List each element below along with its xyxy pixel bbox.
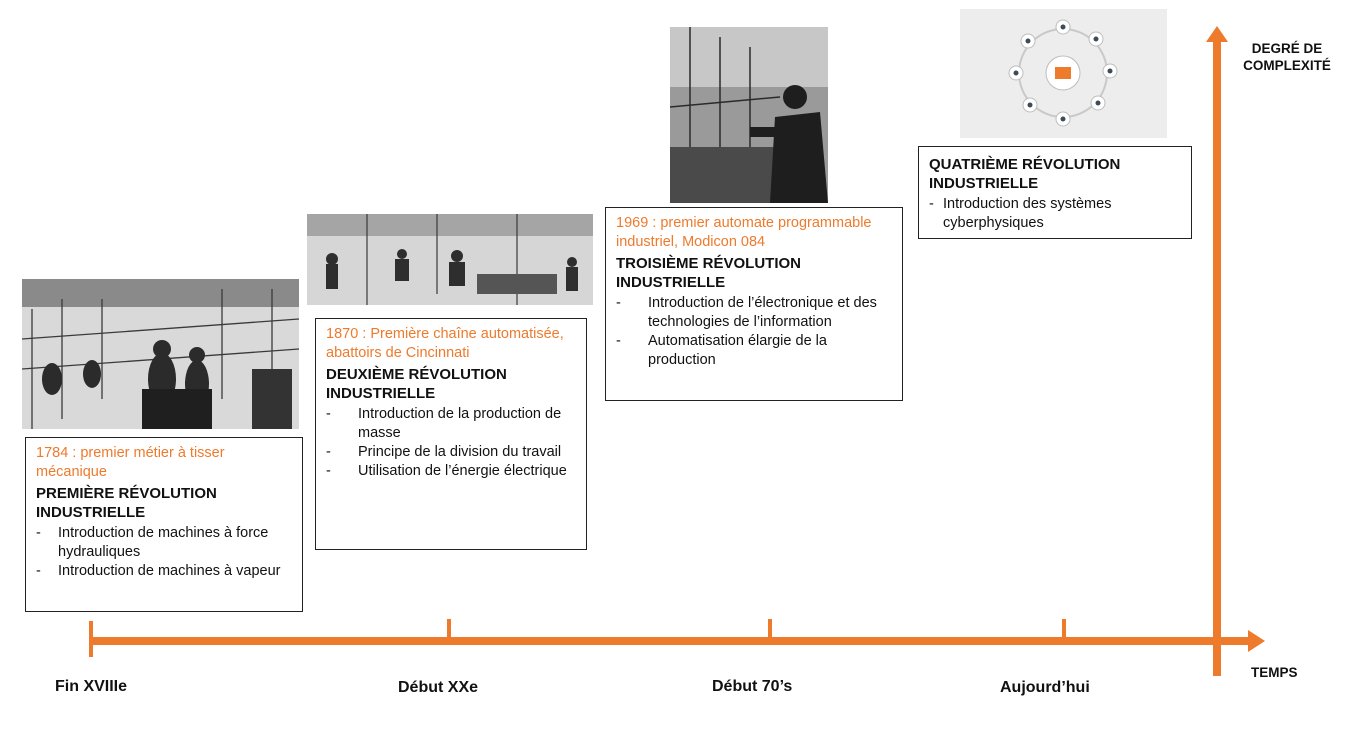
x-axis-line xyxy=(90,637,1250,645)
revolution-2-item: Principe de la division du travail xyxy=(326,443,576,462)
timeline-label: Fin XVIIIe xyxy=(55,678,128,695)
revolution-1-item: Introduction de machines à vapeur xyxy=(36,562,292,581)
revolution-2-date: 1870 : Première chaîne automatisée, abat… xyxy=(326,326,564,361)
tick-2 xyxy=(447,619,451,641)
image-second-revolution xyxy=(307,214,593,305)
y-axis-arrow xyxy=(1206,26,1228,42)
revolution-3-item: Automatisation élargie de la production xyxy=(616,332,892,370)
image-third-revolution xyxy=(670,27,828,203)
y-axis-line xyxy=(1213,40,1221,676)
revolution-1-box: 1784 : premier métier à tisser mécanique… xyxy=(25,437,303,612)
revolution-1-title: PREMIÈRE RÉVOLUTION INDUSTRIELLE xyxy=(36,485,217,521)
revolution-4-title: QUATRIÈME RÉVOLUTION INDUSTRIELLE xyxy=(929,156,1121,192)
tick-3 xyxy=(768,619,772,641)
revolution-2-title: DEUXIÈME RÉVOLUTION INDUSTRIELLE xyxy=(326,366,507,402)
revolution-3-title: TROISIÈME RÉVOLUTION INDUSTRIELLE xyxy=(616,255,802,291)
revolution-1-item: Introduction de machines à force hydraul… xyxy=(36,524,292,562)
x-axis-arrow xyxy=(1248,630,1265,652)
revolution-1-list: Introduction de machines à force hydraul… xyxy=(36,524,292,581)
tick-1 xyxy=(89,621,93,657)
revolution-3-date: 1969 : premier automate programmable ind… xyxy=(616,215,872,250)
y-axis-label: DEGRÉ DE COMPLEXITÉ xyxy=(1243,41,1331,73)
revolution-3-item: Introduction de l’électronique et des te… xyxy=(616,294,892,332)
revolution-2-list: Introduction de la production de masse P… xyxy=(326,405,576,481)
timeline-label: Aujourd’hui xyxy=(1000,679,1090,696)
tick-4 xyxy=(1062,619,1066,641)
revolution-1-date: 1784 : premier métier à tisser mécanique xyxy=(36,445,225,480)
timeline-label: Début XXe xyxy=(398,679,479,696)
revolution-3-list: Introduction de l’électronique et des te… xyxy=(616,294,892,370)
revolution-4-list: Introduction des systèmes cyberphysiques xyxy=(929,195,1181,233)
revolution-2-item: Utilisation de l’énergie électrique xyxy=(326,462,576,481)
revolution-2-box: 1870 : Première chaîne automatisée, abat… xyxy=(315,318,587,550)
revolution-3-box: 1969 : premier automate programmable ind… xyxy=(605,207,903,401)
revolution-4-item: Introduction des systèmes cyberphysiques xyxy=(929,195,1181,233)
revolution-2-item: Introduction de la production de masse xyxy=(326,405,576,443)
image-first-revolution xyxy=(22,279,299,429)
x-axis-label: TEMPS xyxy=(1251,665,1298,680)
timeline-label: Début 70’s xyxy=(712,678,793,695)
revolution-4-box: QUATRIÈME RÉVOLUTION INDUSTRIELLE Introd… xyxy=(918,146,1192,239)
image-fourth-revolution xyxy=(960,9,1167,138)
